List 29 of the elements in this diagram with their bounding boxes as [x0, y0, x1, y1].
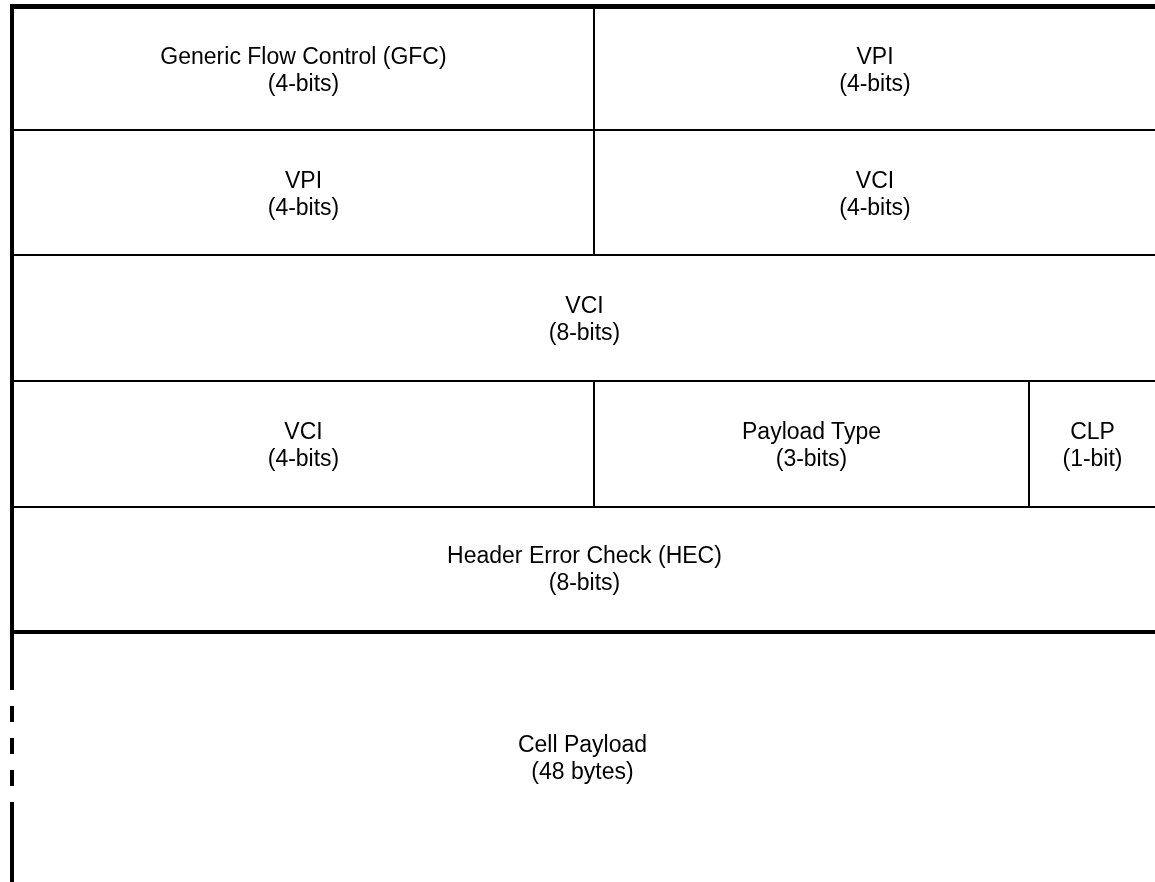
header-field-cell: [1028, 380, 1155, 508]
field-size: (4-bits): [839, 70, 911, 97]
field-size: (3-bits): [775, 445, 848, 472]
field-name: VCI: [565, 292, 604, 319]
field-size: (1-bit): [1062, 445, 1123, 472]
field-name: Payload Type: [742, 418, 881, 445]
field-size: (4-bits): [267, 70, 340, 97]
header-field-cell: [10, 4, 593, 131]
field-name: VCI: [855, 166, 895, 194]
field-size: (8-bits): [548, 319, 621, 346]
header-field-cell: [593, 380, 1028, 508]
header-field-cell: [10, 254, 1155, 382]
field-name: Cell Payload: [517, 731, 648, 758]
header-field-cell: [593, 129, 1155, 256]
field-name: Header Error Check (HEC): [447, 542, 722, 569]
field-name: VCI: [284, 418, 323, 445]
header-field-cell: [10, 380, 593, 508]
field-size: (48 bytes): [531, 758, 634, 785]
header-field-cell: [10, 129, 593, 256]
field-size: (4-bits): [267, 193, 340, 221]
field-size: (4-bits): [839, 193, 911, 221]
field-name: Generic Flow Control (GFC): [160, 43, 447, 70]
header-field-cell: [593, 4, 1155, 131]
field-name: VPI: [856, 43, 894, 70]
field-size: (8-bits): [548, 569, 621, 596]
field-size: (4-bits): [267, 445, 340, 472]
field-name: CLP: [1070, 418, 1115, 445]
field-name: VPI: [284, 166, 323, 194]
header-field-cell: [10, 506, 1155, 634]
